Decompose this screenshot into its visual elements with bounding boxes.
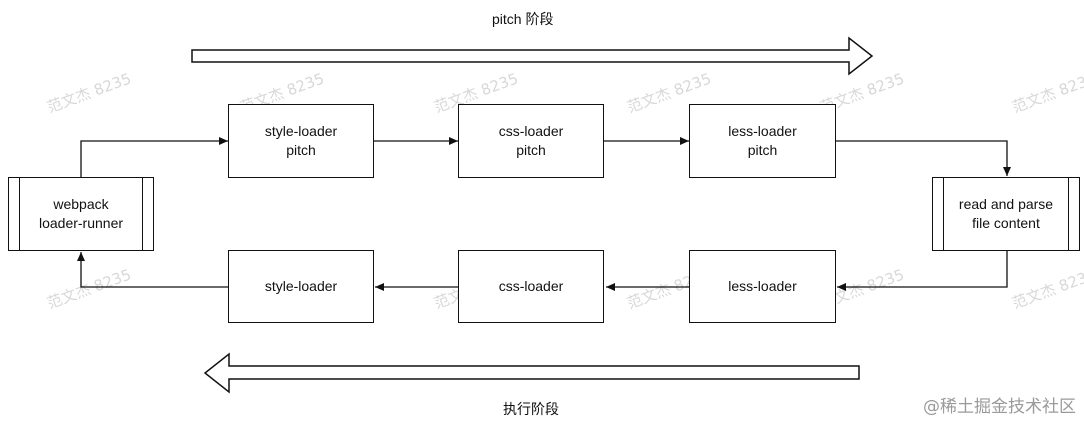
arrow-runner-to-style-pitch (80, 137, 228, 177)
node-label: css-loader pitch (498, 123, 564, 158)
node-label: less-loader (728, 278, 797, 294)
css-loader-pitch-node: css-loader pitch (458, 104, 604, 178)
execution-phase-label: 执行阶段 (503, 401, 559, 417)
less-loader-node: less-loader (689, 250, 836, 323)
style-loader-node: style-loader (228, 250, 374, 323)
node-label: read and parse file content (958, 196, 1054, 231)
arrow-read-parse-to-less-loader (837, 251, 1008, 291)
node-label: style-loader pitch (264, 123, 338, 158)
webpack-loader-runner-node: webpack loader-runner (8, 177, 154, 251)
source-credit: @稀土掘金技术社区 (923, 397, 1076, 417)
execution-phase-arrow (203, 352, 860, 394)
pitch-phase-label: pitch 阶段 (492, 11, 554, 27)
node-label: less-loader pitch (728, 123, 797, 158)
pitch-phase-arrow (191, 36, 874, 76)
node-label: style-loader (264, 278, 338, 294)
arrow-style-loader-to-runner (77, 252, 228, 288)
arrow-less-pitch-to-read-parse (836, 140, 1011, 176)
read-parse-file-node: read and parse file content (932, 177, 1080, 251)
css-loader-node: css-loader (458, 250, 604, 323)
style-loader-pitch-node: style-loader pitch (228, 104, 374, 178)
less-loader-pitch-node: less-loader pitch (689, 104, 836, 178)
node-label: webpack loader-runner (38, 196, 124, 231)
node-label: css-loader (498, 278, 564, 294)
